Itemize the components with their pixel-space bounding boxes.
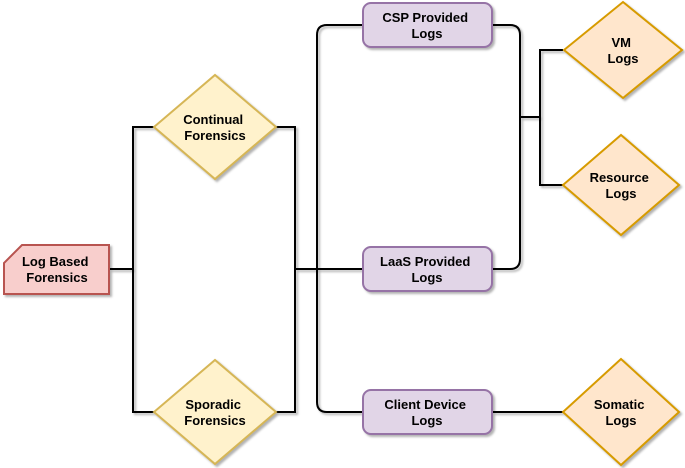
node-label: CSP Provided Logs	[382, 10, 471, 41]
node-laas-provided-logs: LaaS Provided Logs	[362, 246, 493, 292]
rounded-rect-shape	[362, 389, 493, 435]
node-log-based-forensics: Log Based Forensics	[3, 244, 110, 295]
rounded-rect-shape	[362, 246, 493, 292]
diamond-shape	[562, 0, 684, 100]
node-somatic-logs: Somatic Logs	[561, 357, 681, 467]
diamond-shape	[561, 357, 681, 467]
rounded-rect-shape	[362, 2, 493, 48]
node-label: Somatic Logs	[594, 397, 648, 428]
node-label: VM Logs	[607, 35, 638, 66]
node-label: LaaS Provided Logs	[380, 254, 474, 285]
diamond-shape	[152, 73, 278, 181]
node-label: Resource Logs	[590, 170, 653, 201]
diamond-shape	[152, 358, 278, 466]
node-label: Client Device Logs	[384, 397, 469, 428]
edge-csp-laas-to-vm-resource	[492, 24, 563, 270]
node-sporadic-forensics: Sporadic Forensics	[152, 358, 278, 466]
node-csp-provided-logs: CSP Provided Logs	[362, 2, 493, 48]
node-label: Continual Forensics	[183, 112, 247, 143]
node-vm-logs: VM Logs	[562, 0, 684, 100]
node-resource-logs: Resource Logs	[561, 133, 681, 237]
node-continual-forensics: Continual Forensics	[152, 73, 278, 181]
diamond-shape	[561, 133, 681, 237]
edge-log-to-forensics-types	[109, 126, 154, 413]
node-client-device-logs: Client Device Logs	[362, 389, 493, 435]
edge-forensics-to-log-sources	[276, 24, 363, 413]
card-shape	[3, 244, 110, 295]
node-label: Sporadic Forensics	[184, 397, 245, 428]
node-label: Log Based Forensics	[22, 254, 92, 285]
